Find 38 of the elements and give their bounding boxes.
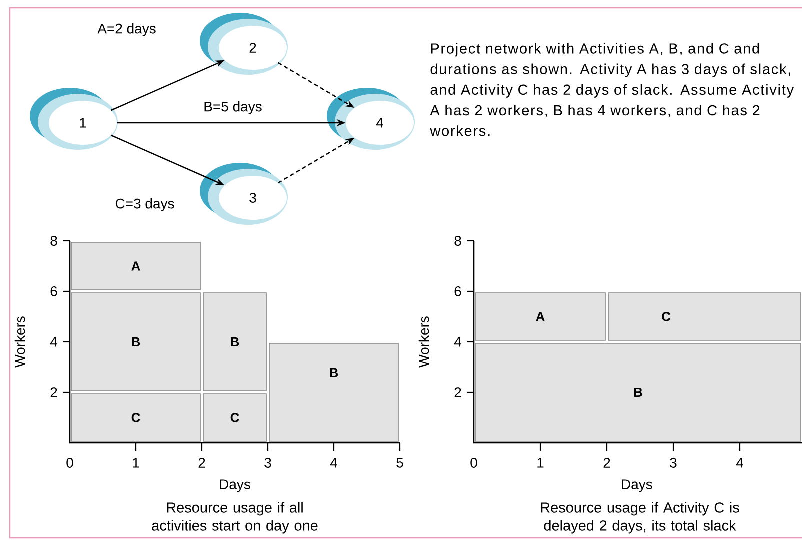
chart-caption: Resource usage if Activity C is delayed 2 days, its total slack — [541, 502, 740, 534]
axis-title: Days — [622, 480, 652, 492]
tick-label: 2 — [50, 388, 58, 398]
edge-label: B=5 days — [202, 100, 264, 116]
axis-title: Days — [220, 480, 250, 492]
tick-label: 6 — [454, 286, 462, 296]
bar: B — [269, 343, 399, 442]
edge-label: A=2 days — [96, 22, 158, 38]
bar: C — [608, 292, 802, 341]
bar: C — [203, 394, 267, 442]
tick-label: 0 — [66, 458, 74, 468]
tick-label: 5 — [396, 458, 404, 468]
tick-label: 4 — [330, 458, 338, 468]
bar: C — [71, 394, 201, 442]
chart-caption: Resource usage if all activities start on day one — [152, 502, 318, 534]
bar: B — [71, 292, 201, 392]
tick-label: 2 — [604, 458, 610, 468]
description-text: Project network with Activities A, B, and C and durations as shown. Activity A has 3 days of slack, and Activity C has 2 days of slack. Assume Activity A has 2 workers, B has 4 workers, and C has 2 workers. — [430, 43, 794, 136]
tick-label: 0 — [470, 458, 478, 468]
bar: A — [71, 242, 201, 290]
tick-label: 6 — [50, 286, 58, 296]
tick-label: 8 — [454, 236, 462, 246]
edge-label: C=3 days — [114, 197, 176, 213]
axis-title: Workers — [418, 316, 430, 368]
tick-label: 2 — [454, 388, 462, 398]
tick-label: 3 — [670, 458, 677, 468]
tick-label: 1 — [133, 458, 140, 468]
axis-title: Workers — [14, 316, 26, 368]
tick-label: 2 — [198, 458, 206, 468]
tick-label: 8 — [50, 236, 58, 246]
tick-label: 4 — [50, 337, 58, 347]
tick-label: 4 — [736, 458, 744, 468]
tick-label: 4 — [454, 337, 462, 347]
bar: B — [203, 292, 267, 392]
tick-label: 3 — [264, 458, 272, 468]
tick-label: 1 — [538, 458, 544, 468]
bar: B — [475, 343, 802, 442]
bar: A — [475, 292, 606, 341]
